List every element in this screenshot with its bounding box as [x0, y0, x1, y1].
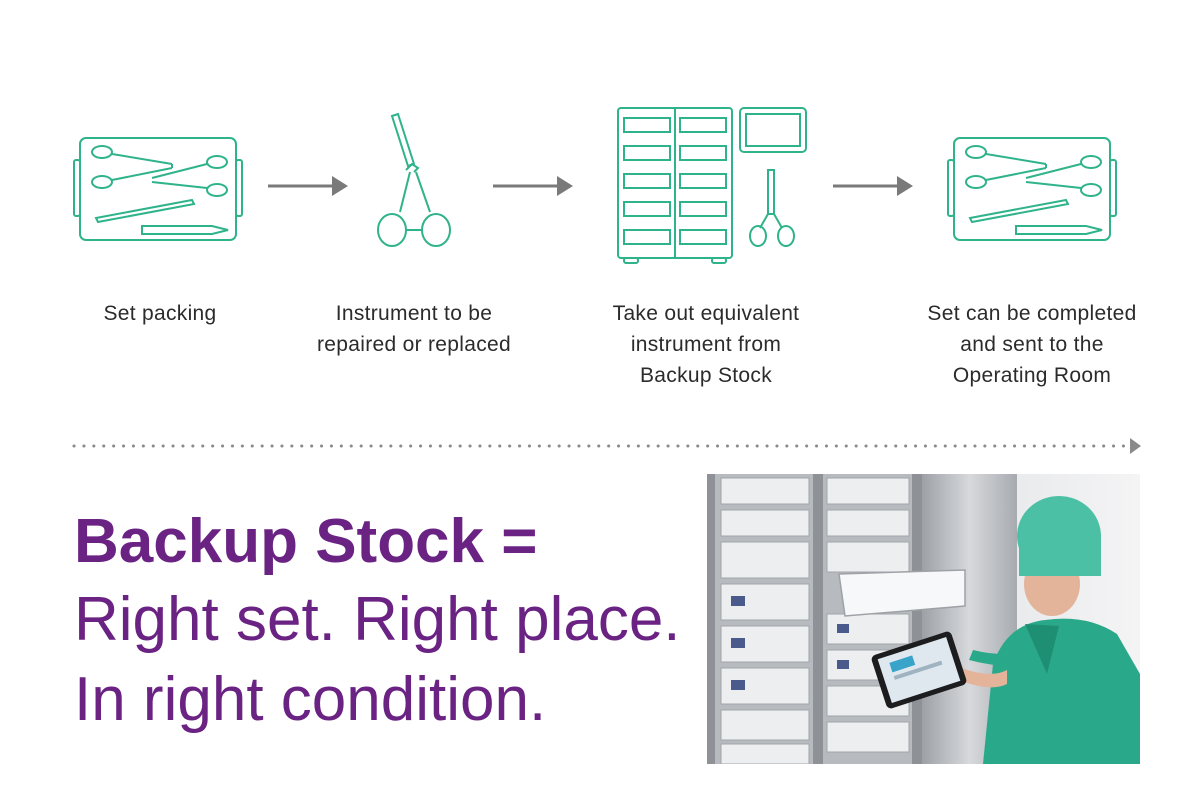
headline-line-3: In right condition.: [74, 665, 547, 734]
storage-cabinet-icon: [617, 107, 807, 264]
instrument-tray-icon: [947, 137, 1117, 241]
headline-line-1: Backup Stock =: [74, 507, 538, 576]
step-label-take-backup: Take out equivalent instrument from Back…: [612, 302, 800, 387]
instrument-tray-icon: [73, 137, 243, 241]
arrow-right-icon: [493, 176, 573, 196]
arrow-right-icon: [833, 176, 913, 196]
dotted-timeline-arrow: [72, 438, 1141, 454]
broken-forceps-icon: [377, 112, 451, 247]
step-label-set-completed: Set can be completed and sent to the Ope…: [927, 302, 1137, 387]
step-label-set-packing: Set packing: [103, 302, 217, 325]
arrow-right-icon: [268, 176, 348, 196]
headline-line-2: Right set. Right place.: [74, 585, 681, 654]
storage-cabinet-photo: [707, 474, 1140, 764]
step-label-instrument-repair: Instrument to be repaired or replaced: [317, 302, 511, 356]
